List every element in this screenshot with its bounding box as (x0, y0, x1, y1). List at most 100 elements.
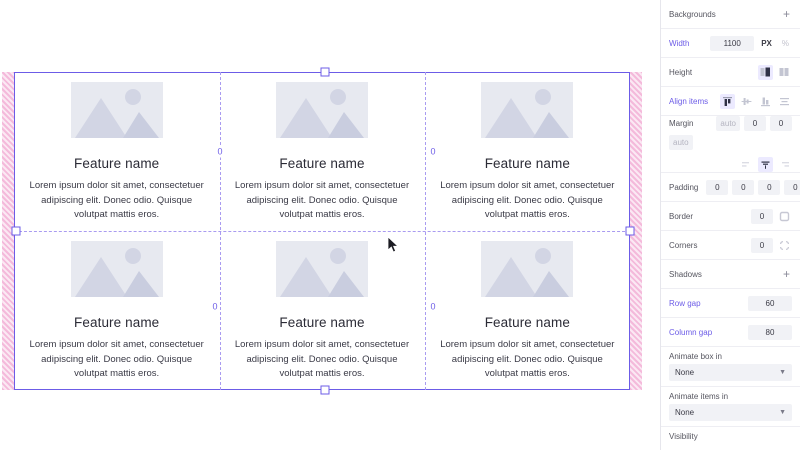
row-align-items[interactable]: Align items (661, 87, 800, 116)
row-animate-items-in[interactable]: Animate items in None ▼ (661, 387, 800, 427)
align-center-icon[interactable] (739, 94, 754, 109)
padding-right-input[interactable]: 0 (784, 179, 800, 195)
animate-box-in-value: None (675, 368, 695, 377)
row-visibility: Visibility (661, 427, 800, 446)
visibility-label: Visibility (669, 432, 698, 441)
animate-items-in-value: None (675, 408, 695, 417)
width-input[interactable]: 1100 (710, 35, 755, 51)
row-border[interactable]: Border 0 (661, 202, 800, 231)
margin-align-left-icon[interactable] (739, 157, 754, 172)
image-placeholder (481, 82, 574, 138)
margin-top-input[interactable]: 0 (744, 116, 766, 131)
card-title: Feature name (484, 315, 570, 330)
shadows-label: Shadows (669, 269, 702, 279)
row-backgrounds[interactable]: Backgrounds + (661, 0, 800, 29)
card-body: Lorem ipsum dolor sit amet, consectetuer… (29, 339, 204, 380)
corners-input[interactable]: 0 (751, 237, 773, 253)
border-label: Border (669, 211, 694, 221)
feature-card[interactable]: Feature name Lorem ipsum dolor sit amet,… (14, 72, 219, 231)
gap-badge: 0 (210, 301, 220, 313)
row-height[interactable]: Height (661, 58, 800, 87)
margin-bottom-input[interactable]: 0 (770, 116, 792, 131)
align-top-icon[interactable] (720, 93, 735, 109)
card-title: Feature name (74, 315, 160, 330)
animate-items-in-label: Animate items in (669, 392, 729, 401)
padding-label: Padding (669, 182, 699, 192)
resize-handle-top[interactable] (320, 67, 330, 77)
height-fill-icon[interactable] (758, 64, 773, 80)
card-title: Feature name (279, 315, 365, 330)
margin-align-right-icon[interactable] (777, 157, 792, 172)
margin-left-input[interactable]: auto (716, 116, 740, 131)
row-gap-input[interactable]: 60 (748, 295, 792, 311)
padding-bottom-input[interactable]: 0 (758, 179, 781, 195)
card-body: Lorem ipsum dolor sit amet, consectetuer… (29, 180, 204, 221)
animate-box-in-label: Animate box in (669, 352, 722, 361)
row-row-gap[interactable]: Row gap 60 (661, 289, 800, 318)
resize-handle-left[interactable] (11, 226, 21, 236)
backgrounds-label: Backgrounds (669, 9, 716, 19)
height-label: Height (669, 67, 693, 77)
image-placeholder (275, 82, 368, 138)
animate-box-in-select[interactable]: None ▼ (669, 364, 792, 381)
properties-panel[interactable]: Backgrounds + Width 1100 PX % Height (660, 0, 800, 450)
width-unit-percent[interactable]: % (781, 38, 789, 48)
row-width[interactable]: Width 1100 PX % (661, 29, 800, 58)
resize-handle-right[interactable] (625, 226, 635, 236)
image-placeholder (70, 241, 163, 297)
card-title: Feature name (279, 156, 365, 171)
gap-badge: 0 (428, 301, 438, 313)
card-body: Lorem ipsum dolor sit amet, consectetuer… (440, 180, 615, 221)
image-placeholder (481, 241, 574, 297)
card-body: Lorem ipsum dolor sit amet, consectetuer… (234, 180, 410, 221)
width-unit-px[interactable]: PX (761, 38, 772, 48)
column-gap-input[interactable]: 80 (748, 324, 792, 340)
card-body: Lorem ipsum dolor sit amet, consectetuer… (234, 339, 410, 380)
feature-card[interactable]: Feature name Lorem ipsum dolor sit amet,… (425, 72, 630, 231)
column-gap-label: Column gap (669, 327, 713, 337)
feature-card[interactable]: Feature name Lorem ipsum dolor sit amet,… (425, 231, 630, 390)
feature-card[interactable]: Feature name Lorem ipsum dolor sit amet,… (14, 231, 219, 390)
gap-badge: 0 (215, 146, 225, 158)
corners-radius-icon[interactable] (777, 238, 792, 253)
row-corners[interactable]: Corners 0 (661, 231, 800, 260)
row-animate-box-in[interactable]: Animate box in None ▼ (661, 347, 800, 387)
padding-top-input[interactable]: 0 (732, 179, 755, 195)
image-placeholder (275, 241, 368, 297)
chevron-down-icon: ▼ (779, 409, 786, 416)
align-items-label: Align items (669, 96, 709, 106)
visibility-buttons[interactable] (661, 446, 800, 450)
width-label: Width (669, 38, 690, 48)
resize-handle-bottom[interactable] (320, 385, 330, 395)
margin-label: Margin (669, 119, 694, 128)
row-column-gap[interactable]: Column gap 80 (661, 318, 800, 347)
border-input[interactable]: 0 (751, 208, 773, 224)
image-placeholder (70, 82, 163, 138)
feature-card[interactable]: Feature name Lorem ipsum dolor sit amet,… (219, 231, 424, 390)
padding-band-left (2, 72, 14, 390)
add-background-icon[interactable]: + (782, 7, 790, 21)
height-fixed-icon[interactable] (777, 65, 792, 80)
chevron-down-icon: ▼ (779, 369, 786, 376)
margin-align-center-icon[interactable] (758, 157, 773, 172)
border-sides-icon[interactable] (777, 209, 792, 224)
row-gap-label: Row gap (669, 298, 701, 308)
row-padding[interactable]: Padding 0 0 0 0 (661, 173, 800, 202)
gap-badge: 0 (428, 146, 438, 158)
row-margin[interactable]: Margin auto 0 0 auto (661, 116, 800, 173)
feature-card[interactable]: Feature name Lorem ipsum dolor sit amet,… (219, 72, 424, 231)
row-shadows[interactable]: Shadows + (661, 260, 800, 289)
add-shadow-icon[interactable]: + (782, 267, 790, 281)
canvas[interactable]: Feature name Lorem ipsum dolor sit amet,… (0, 0, 660, 450)
align-bottom-icon[interactable] (758, 94, 773, 109)
padding-left-input[interactable]: 0 (706, 179, 729, 195)
feature-grid: Feature name Lorem ipsum dolor sit amet,… (14, 72, 630, 390)
animate-items-in-select[interactable]: None ▼ (669, 404, 792, 421)
card-title: Feature name (74, 156, 160, 171)
row-guide-1 (14, 231, 630, 232)
margin-right-input[interactable]: auto (669, 135, 693, 150)
align-stretch-icon[interactable] (777, 94, 792, 109)
padding-band-right (630, 72, 642, 390)
corners-label: Corners (669, 240, 698, 250)
